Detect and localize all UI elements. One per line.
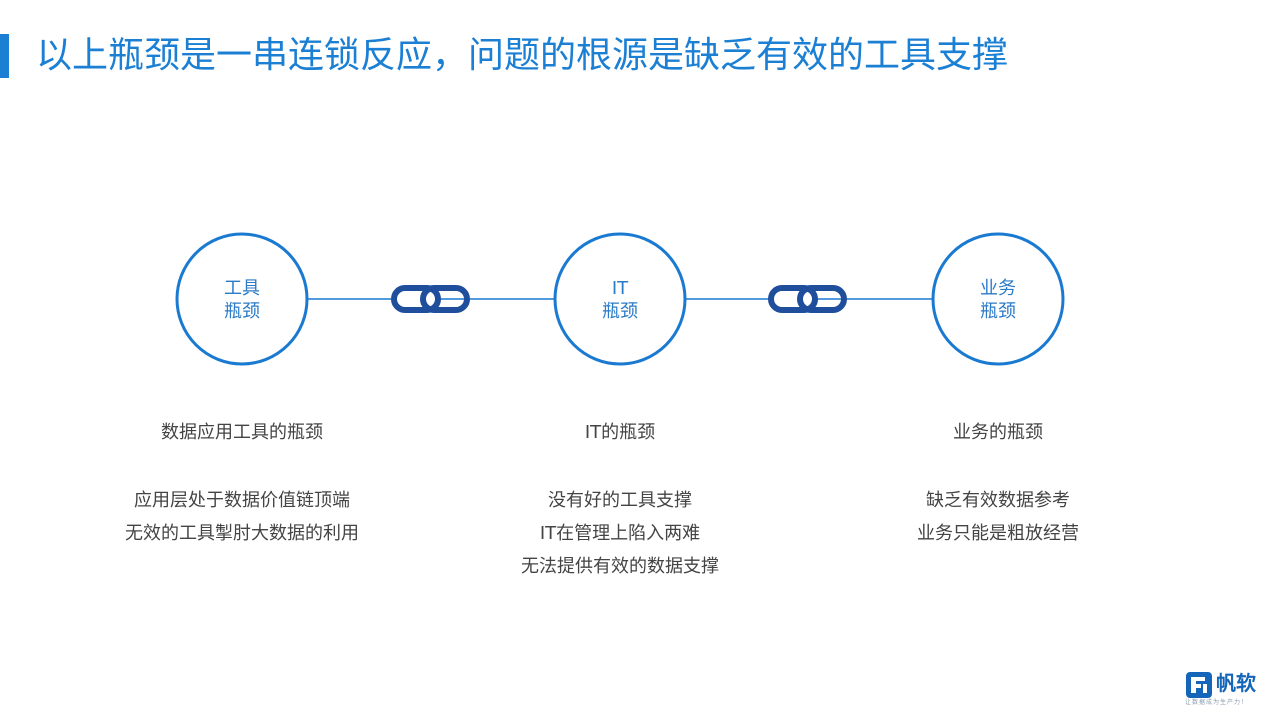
- fanruan-logo: 帆软 让数据成为生产力！: [1183, 668, 1269, 708]
- desc-line: 应用层处于数据价值链顶端: [134, 490, 350, 511]
- chain-link-icon: [391, 285, 470, 313]
- node-circle-business: [931, 232, 1065, 366]
- node-circle-it: [553, 232, 687, 366]
- logo-name: 帆软: [1216, 671, 1256, 695]
- logo-slogan: 让数据成为生产力！: [1185, 699, 1249, 706]
- desc-line: 无法提供有效的数据支撑: [521, 556, 719, 577]
- desc-line: 无效的工具掣肘大数据的利用: [125, 523, 359, 544]
- node-label-it: IT 瓶颈: [555, 277, 685, 323]
- column-desc-it: 没有好的工具支撑 IT在管理上陷入两难 无法提供有效的数据支撑: [440, 484, 800, 583]
- node-circle-tool: [175, 232, 309, 366]
- title-accent-bar: [0, 34, 9, 78]
- node-label-business: 业务 瓶颈: [933, 277, 1063, 323]
- page-title: 以上瓶颈是一串连锁反应，问题的根源是缺乏有效的工具支撑: [36, 35, 1009, 76]
- desc-line: 缺乏有效数据参考: [926, 490, 1070, 511]
- column-desc-tool: 应用层处于数据价值链顶端 无效的工具掣肘大数据的利用: [62, 484, 422, 550]
- node-label-line: 瓶颈: [224, 301, 260, 322]
- column-heading-tool: 数据应用工具的瓶颈: [161, 422, 323, 443]
- desc-line: 业务只能是粗放经营: [917, 523, 1079, 544]
- column-desc-business: 缺乏有效数据参考 业务只能是粗放经营: [818, 484, 1178, 550]
- desc-line: IT在管理上陷入两难: [539, 523, 701, 544]
- column-heading-business: 业务的瓶颈: [953, 422, 1043, 443]
- column-heading-it: IT的瓶颈: [584, 422, 656, 443]
- desc-line: 没有好的工具支撑: [548, 490, 692, 511]
- node-label-tool: 工具 瓶颈: [177, 277, 307, 323]
- node-label-line: IT: [611, 278, 629, 299]
- fanruan-logo-icon: [1186, 672, 1212, 698]
- node-label-line: 瓶颈: [602, 301, 638, 322]
- node-label-line: 瓶颈: [980, 301, 1016, 322]
- node-label-line: 工具: [224, 278, 260, 299]
- node-label-line: 业务: [980, 278, 1016, 299]
- chain-link-icon: [768, 285, 847, 313]
